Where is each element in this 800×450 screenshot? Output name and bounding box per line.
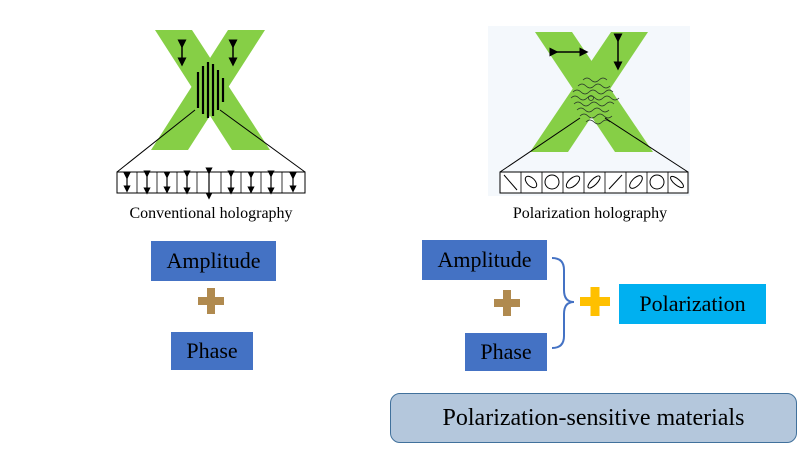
left-plus-icon	[198, 288, 224, 314]
left-vertical-arrows	[177, 39, 238, 67]
left-recording-strip	[116, 167, 306, 200]
right-plus-icon	[494, 290, 520, 316]
polarization-holography-caption: Polarization holography	[512, 205, 668, 222]
right-phase-box: Phase	[465, 333, 547, 371]
right-zoom-lines	[499, 117, 689, 173]
left-interference-fringes	[196, 62, 225, 118]
right-amplitude-box: Amplitude	[422, 240, 547, 280]
conventional-holography-caption: Conventional holography	[129, 205, 293, 222]
right-interference-pattern	[570, 77, 620, 125]
polarization-box: Polarization	[619, 284, 766, 324]
curly-brace	[551, 257, 575, 349]
left-amplitude-box: Amplitude	[151, 241, 276, 281]
polarization-sensitive-materials-box: Polarization-sensitive materials	[390, 393, 797, 443]
left-phase-box: Phase	[171, 332, 253, 370]
left-x-shape	[151, 30, 270, 150]
big-plus-icon	[580, 287, 610, 316]
left-zoom-lines	[116, 109, 306, 173]
right-polarization-arrows	[549, 33, 623, 71]
right-recording-strip	[499, 171, 689, 194]
